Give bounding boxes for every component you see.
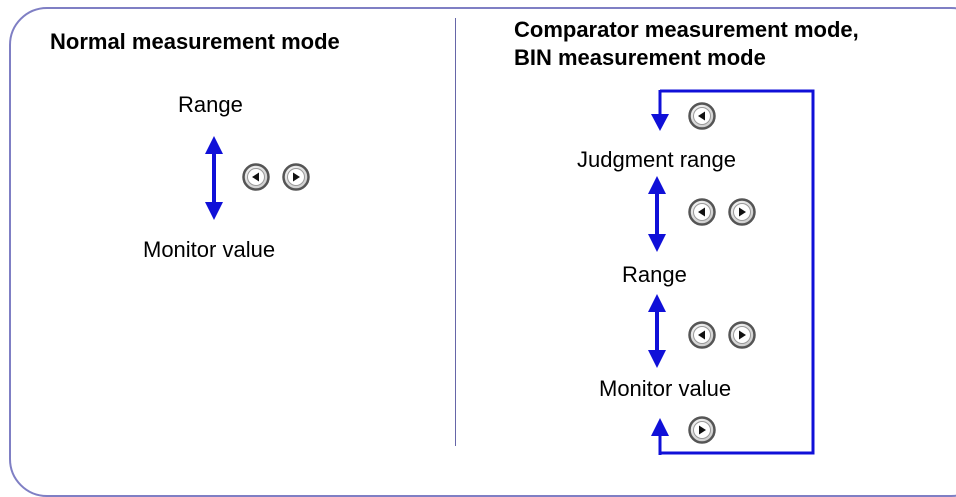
- normal-mode-title: Normal measurement mode: [50, 29, 340, 54]
- left-arrow-key-icon: [688, 321, 716, 349]
- up-arrow-icon: [651, 418, 669, 455]
- panel-divider: [455, 18, 456, 446]
- right-arrow-key-icon: [728, 321, 756, 349]
- judgment-range-label: Judgment range: [577, 147, 736, 172]
- loop-arrow-path: [660, 89, 815, 455]
- monitor-value-label-right: Monitor value: [599, 376, 732, 401]
- double-arrow-icon: [648, 294, 666, 368]
- diagram-graphics: [205, 89, 815, 455]
- range-label: Range: [178, 92, 243, 117]
- right-arrow-key-icon: [728, 198, 756, 226]
- double-arrow-icon: [205, 136, 223, 220]
- comparator-bin-mode-title: Comparator measurement mode, BIN measure…: [514, 16, 859, 72]
- monitor-value-label: Monitor value: [143, 237, 276, 262]
- down-arrow-icon: [651, 90, 669, 131]
- right-arrow-key-icon: [282, 163, 310, 191]
- left-arrow-key-icon: [688, 198, 716, 226]
- left-arrow-key-icon: [688, 102, 716, 130]
- left-arrow-key-icon: [242, 163, 270, 191]
- title-line-1: Comparator measurement mode,: [514, 17, 859, 42]
- range-label-right: Range: [622, 262, 687, 287]
- right-arrow-key-icon: [688, 416, 716, 444]
- title-line-2: BIN measurement mode: [514, 45, 766, 70]
- double-arrow-icon: [648, 176, 666, 252]
